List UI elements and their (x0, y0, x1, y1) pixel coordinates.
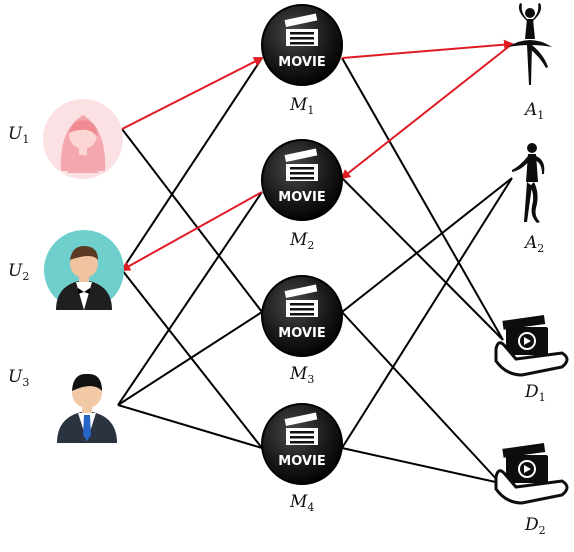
edge-a1-m2 (340, 43, 513, 180)
movie-node-3: MOVIE (261, 275, 343, 357)
clapperboard-icon (284, 13, 318, 46)
movie-badge-label: MOVIE (278, 190, 325, 205)
movie-badge-label: MOVIE (278, 55, 325, 70)
edges-layer (117, 39, 514, 484)
label-a1: A1 (525, 100, 545, 122)
movie-node-4: MOVIE (261, 403, 343, 485)
label-m3: M3 (290, 364, 315, 386)
dancer-icon (512, 143, 545, 223)
movie-node-2: MOVIE (261, 139, 343, 221)
edge-m4-d2 (341, 447, 501, 484)
label-u1: U1 (8, 124, 30, 146)
user-businessman-icon (57, 373, 117, 443)
edge-u1-m3 (121, 128, 263, 313)
edge-u1-m1 (121, 57, 264, 130)
ballerina-icon (508, 3, 552, 85)
clapperboard-icon (284, 148, 318, 181)
hand-clapperboard-icon (494, 315, 569, 377)
label-d2: D2 (525, 515, 546, 537)
hand-clapperboard-icon (494, 443, 569, 505)
edge-u3-m4 (117, 404, 263, 449)
edge-m3-d2 (341, 311, 501, 484)
label-d1: D1 (525, 382, 546, 404)
label-m2: M2 (290, 230, 315, 252)
movie-node-1: MOVIE (261, 4, 343, 86)
movie-badge-label: MOVIE (278, 326, 325, 341)
edge-u3-m3 (117, 311, 263, 406)
label-m1: M1 (290, 95, 315, 117)
edge-u3-m2 (117, 191, 263, 406)
edge-u2-m4 (121, 269, 263, 449)
clapperboard-icon (284, 412, 318, 445)
edge-m1-a1 (341, 39, 514, 59)
edge-m4-a2 (341, 177, 513, 449)
user-female-icon (43, 99, 123, 179)
edge-m2-d1 (341, 177, 504, 341)
edge-m3-a2 (341, 177, 513, 313)
label-a2: A2 (525, 233, 545, 255)
edge-u2-m1 (121, 57, 263, 271)
edge-m2-u2 (120, 191, 263, 271)
user-waiter-icon (44, 230, 124, 310)
edge-m1-d1 (341, 57, 504, 341)
label-u3: U3 (8, 367, 30, 389)
movies-layer: MOVIE MOVIE MOVIE MOVIE (261, 4, 343, 485)
clapperboard-icon (284, 284, 318, 317)
label-u2: U2 (8, 261, 30, 283)
label-m4: M4 (290, 492, 315, 514)
movie-badge-label: MOVIE (278, 454, 325, 469)
